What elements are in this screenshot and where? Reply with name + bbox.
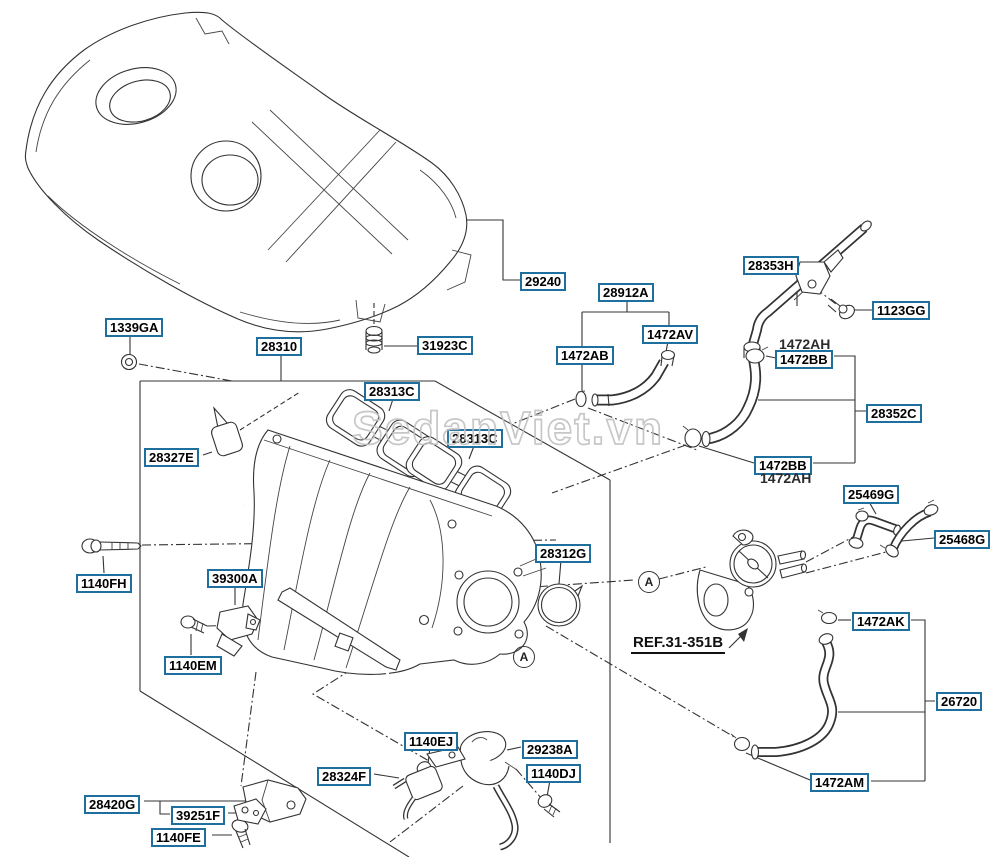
intake-manifold-drawing <box>241 429 547 741</box>
throttle-body-drawing <box>696 529 808 649</box>
hose-28352c-drawing <box>682 346 769 448</box>
part-label-28310: 28310 <box>256 337 303 356</box>
part-label-1472AB: 1472AB <box>556 346 614 365</box>
pipe-28353h-drawing <box>743 220 872 358</box>
part-label-1140EM: 1140EM <box>164 656 222 675</box>
vapor-valve-drawing <box>211 391 301 507</box>
part-label-28327E: 28327E <box>144 448 199 467</box>
part-label-29238A: 29238A <box>522 740 578 759</box>
part-label-28352C: 28352C <box>866 404 922 423</box>
part-label-29240: 29240 <box>520 272 567 291</box>
hose-28912a-drawing <box>575 349 676 408</box>
grommet-drawing <box>365 303 383 354</box>
oring-drawing <box>537 583 584 627</box>
part-label-28313C-b: 28313C <box>447 429 503 448</box>
part-label-28324F: 28324F <box>317 767 372 786</box>
part-label-1140EJ: 1140EJ <box>404 732 459 751</box>
part-label-39300A: 39300A <box>207 569 263 588</box>
part-label-1472BB-bottom: 1472BB <box>754 456 812 475</box>
part-label-1472AM: 1472AM <box>810 773 870 792</box>
engine-cover-drawing <box>24 11 472 333</box>
bolt-1123gg-drawing <box>827 298 855 320</box>
view-marker-a-right: A <box>638 571 660 593</box>
part-label-31923C: 31923C <box>417 336 473 355</box>
part-label-28312G: 28312G <box>535 544 592 563</box>
part-label-28420G: 28420G <box>84 795 141 814</box>
part-label-25468G: 25468G <box>934 530 991 549</box>
part-label-1140DJ: 1140DJ <box>526 764 581 783</box>
view-marker-a-left: A <box>513 646 535 668</box>
hose-25469g-drawing <box>848 507 901 549</box>
part-label-1472AK: 1472AK <box>852 612 910 631</box>
part-label-1472AV: 1472AV <box>642 325 699 344</box>
part-label-28353H: 28353H <box>743 256 799 275</box>
bolt-1140em-drawing <box>180 615 208 634</box>
hose-25468g-drawing <box>879 499 939 558</box>
bracket-drawing <box>233 779 307 825</box>
leader-lines <box>102 219 935 836</box>
bolt-1140fh-drawing <box>81 538 142 554</box>
part-label-25469G: 25469G <box>843 485 900 504</box>
part-label-1472AH-top: 1472AH <box>779 336 831 352</box>
ref-note: REF.31-351B <box>631 634 726 654</box>
part-label-28313C-a: 28313C <box>364 382 420 401</box>
part-label-1140FH: 1140FH <box>76 574 132 593</box>
part-label-1339GA: 1339GA <box>105 318 164 337</box>
map-sensor-drawing <box>216 605 261 657</box>
part-label-39251F: 39251F <box>171 806 226 825</box>
nut-drawing <box>120 353 233 382</box>
manifold-region-border <box>139 380 611 857</box>
pcsv-valve-drawing <box>392 746 466 820</box>
part-label-1140FE: 1140FE <box>151 828 206 847</box>
bolt-1140dj-drawing <box>537 794 561 818</box>
part-label-26720: 26720 <box>936 692 983 711</box>
bolt-1140fe-drawing <box>231 819 251 849</box>
part-label-1472AH-bottom: 1472AH <box>760 470 812 486</box>
part-label-1472BB-top: 1472BB <box>775 350 833 369</box>
hose-26720-drawing <box>730 609 838 760</box>
purge-valve-drawing <box>459 731 519 851</box>
part-label-28912A: 28912A <box>598 283 654 302</box>
part-label-1123GG: 1123GG <box>872 301 931 320</box>
